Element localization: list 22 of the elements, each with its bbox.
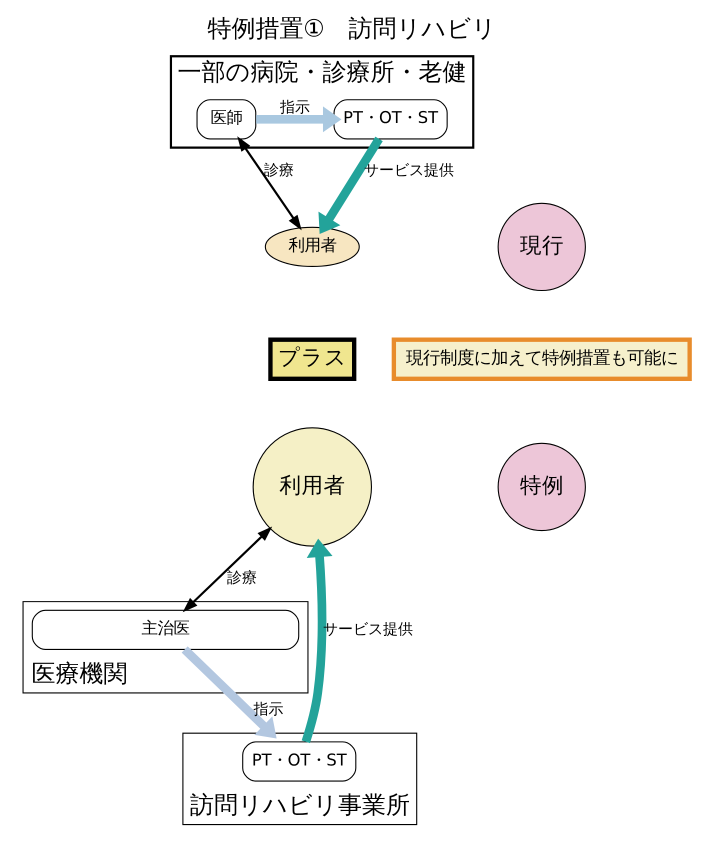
edge-label: 指示 — [253, 700, 284, 718]
edge-label: 指示 — [280, 98, 310, 116]
node-box: プラス — [268, 337, 356, 381]
arrow — [237, 136, 302, 230]
node-box: PT・OT・ST — [334, 99, 448, 140]
diagram-title: 特例措置① 訪問リハビリ — [207, 14, 497, 42]
node-circle: 現行 — [498, 202, 586, 292]
node-box: 現行制度に加えて特例措置も可能に — [392, 337, 692, 381]
edge-label: サービス提供 — [364, 161, 454, 180]
arrow — [182, 646, 277, 738]
arrow — [302, 538, 333, 744]
arrow — [318, 136, 383, 234]
node-circle: 利用者 — [252, 427, 372, 547]
arrow — [182, 526, 272, 612]
node-box: PT・OT・ST — [242, 741, 356, 782]
node-box: 主治医 — [32, 610, 300, 650]
node-box: 医師 — [196, 99, 256, 140]
arrow — [256, 106, 342, 132]
edge-label: 診療 — [227, 568, 258, 586]
node-circle: 特例 — [498, 442, 586, 532]
node-ellipse: 利用者 — [264, 226, 360, 267]
edge-label: 診療 — [264, 161, 294, 180]
